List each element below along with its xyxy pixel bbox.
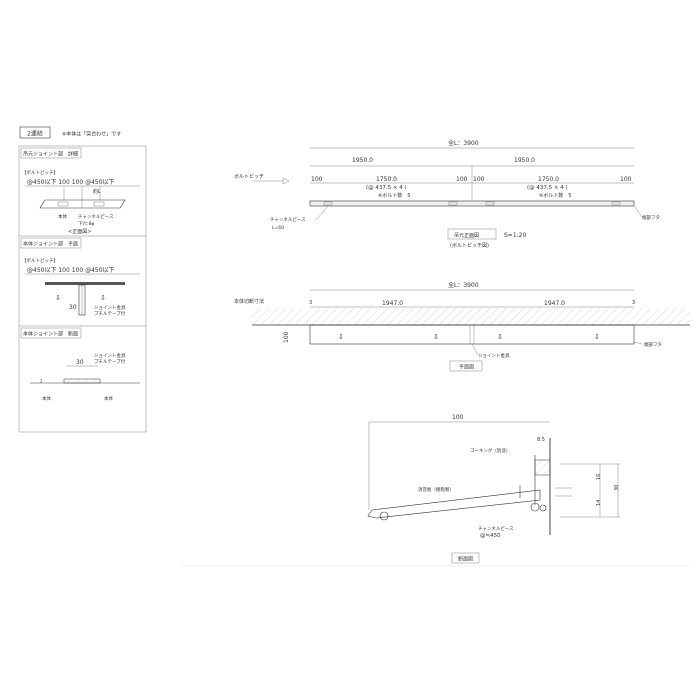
front-edge: 100 xyxy=(620,176,632,183)
svg-text:⇩: ⇩ xyxy=(433,333,439,341)
front-pitch-2: (@ 437.5 × 4 ) xyxy=(527,185,568,191)
section-width: 100 xyxy=(452,414,464,421)
detail3-joint: ジョイント金具 xyxy=(94,352,126,359)
detail1-title: 吊元ジョイント部 詳細 xyxy=(23,151,78,158)
front-half-2: 1950.0 xyxy=(514,157,535,164)
left-panel: 2連結 ※本体は「突合わせ」です 吊元ジョイント部 詳細 【ボルトピッチ】 @4… xyxy=(18,126,147,433)
detail1-view: <正面図> xyxy=(68,229,91,235)
detail1-hole: 下穴:8φ xyxy=(78,220,94,227)
svg-text:⇩: ⇩ xyxy=(497,333,503,341)
detail1-pitch-label: 【ボルトピッチ】 xyxy=(22,169,58,176)
plan-half-1: 1947.0 xyxy=(382,300,403,307)
section-title: 断面図 xyxy=(458,556,473,563)
plan-gap-right: 3 xyxy=(632,300,635,306)
plan-view: 全L：3900 本体切断寸法 3 3 1947.0 1947.0 ⇩ ⇩ ⇩ ⇩ 10… xyxy=(234,281,690,372)
plan-title: 平面図 xyxy=(459,365,474,371)
detail1-channel: チャンネルピース xyxy=(78,214,114,220)
detail3-title: 本体ジョイント部 断面 xyxy=(23,331,78,338)
detail1-pitch-values: @450以下 100 100 @450以下 xyxy=(27,179,115,186)
section-dim-total: 30 xyxy=(614,485,620,491)
arrow-down-icon: ⇩ ⇩ ⇩ ⇩ xyxy=(338,333,600,341)
front-view: 全L：3900 1950.0 1950.0 100 100 100 100 17… xyxy=(234,139,660,249)
section-dim-upper: 16 xyxy=(596,474,602,480)
arrow-down-icon: ⇩ xyxy=(55,294,61,302)
front-scale: S=1:20 xyxy=(504,232,526,239)
front-total: 全L：3900 xyxy=(448,139,479,147)
svg-text:⇩: ⇩ xyxy=(594,333,600,341)
detail2-joint: ジョイント金具 xyxy=(94,304,126,311)
section-gap: 8.5 xyxy=(537,437,545,443)
front-channel-len: L=60 xyxy=(272,225,284,231)
detail3-dim: 30 xyxy=(76,359,84,366)
arrow-down-icon: ⇩ xyxy=(100,294,106,302)
section-caulking: コーキング（別途） xyxy=(470,447,510,454)
detail2-pitch-label: 【ボルトピッチ】 xyxy=(22,257,58,264)
front-bolts-2: ※ボルト数 5 xyxy=(539,192,571,199)
plan-total: 全L：3900 xyxy=(448,281,479,289)
plan-gap-left: 3 xyxy=(309,300,312,306)
detail-frame xyxy=(18,145,147,433)
note: ※本体は「突合わせ」です xyxy=(62,131,121,138)
detail1-dim: 約L xyxy=(93,188,101,195)
bolt-pitch-label: ボルトピッチ xyxy=(234,173,264,180)
arrow-right-icon xyxy=(282,177,290,185)
detail2-dim: 30 xyxy=(69,304,77,311)
detail1-body: 本体 xyxy=(58,213,67,220)
svg-text:⇩: ⇩ xyxy=(338,333,344,341)
section-view: 100 8.5 コーキング（別途） 消音板（樹脂製） 16 14 30 チャンネ… xyxy=(180,414,690,567)
plan-cut-label: 本体切断寸法 xyxy=(234,298,264,305)
front-bolts-1: ※ボルト数 5 xyxy=(378,192,410,199)
plan-depth: 100 xyxy=(283,331,290,343)
front-edge: 100 xyxy=(473,176,485,183)
detail2-pitch-values: @450以下 100 100 @450以下 xyxy=(27,267,115,274)
detail2-title: 本体ジョイント部 平面 xyxy=(23,241,78,248)
front-subtitle: (ボルトピッチ図) xyxy=(450,242,489,249)
plan-end-cap: 端部フタ xyxy=(644,341,662,348)
detail2-tape: ブチルテープ付 xyxy=(94,310,126,317)
front-channel: チャンネルピース xyxy=(270,217,306,223)
detail3-body-right: 本体 xyxy=(104,395,113,402)
joint-count: 2連結 xyxy=(27,130,43,138)
front-edge: 100 xyxy=(311,176,323,183)
detail3-small-dim: 2 xyxy=(40,379,43,384)
plan-joint: ジョイント金具 xyxy=(478,352,510,359)
section-pitch: @≒450 xyxy=(480,533,501,539)
joint-count-box xyxy=(19,126,51,139)
front-span-2: 1750.0 xyxy=(538,176,559,183)
front-edge: 100 xyxy=(456,176,468,183)
section-channel: チャンネルピース xyxy=(478,526,514,532)
plan-half-2: 1947.0 xyxy=(544,300,565,307)
front-half-1: 1950.0 xyxy=(352,157,373,164)
detail3-body-left: 本体 xyxy=(42,395,51,402)
front-span-1: 1750.0 xyxy=(376,176,397,183)
detail3-tape: ブチルテープ付 xyxy=(94,358,126,365)
front-end-cap: 端部フタ xyxy=(642,214,660,221)
section-dim-lower: 14 xyxy=(596,500,602,506)
front-pitch-1: (@ 437.5 × 4 ) xyxy=(366,185,407,191)
front-title: 吊元正面図 xyxy=(454,233,479,239)
section-plate: 消音板（樹脂製） xyxy=(418,486,454,493)
